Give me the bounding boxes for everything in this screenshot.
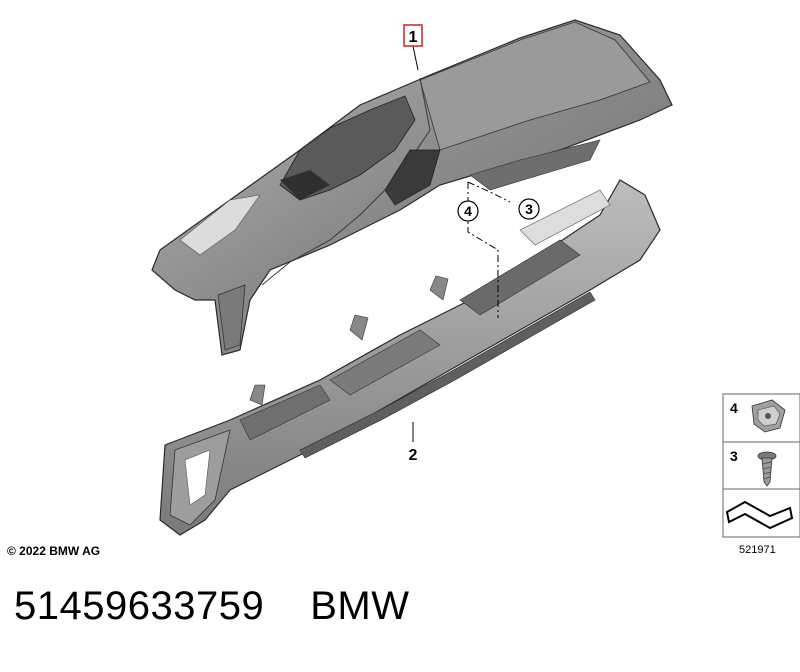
leader-line-1 [412,45,419,71]
screw-icon [757,451,777,487]
callout-1-label: 1 [409,29,418,46]
callout-3-label: 3 [525,201,533,217]
callout-4-label: 4 [464,203,472,219]
legend-panel: 4 3 521971 [722,393,800,556]
callout-2[interactable]: 2 [409,447,418,464]
copyright-notice: © 2022 BMW AG [7,544,100,558]
generic-part-icon [725,500,794,530]
brand-name: BMW [310,584,410,628]
legend-label-3: 3 [730,448,738,464]
part-caption: 51459633759 BMW [14,584,409,629]
callout-2-label: 2 [409,447,418,464]
part-number: 51459633759 [14,584,265,628]
instrument-panel-carrier-part-2 [159,179,661,536]
callout-4-circle [457,200,479,222]
callout-1[interactable]: 1 [403,24,423,47]
callout-3[interactable]: 3 [518,198,540,220]
callout-4[interactable]: 4 [457,200,479,222]
clip-nut-icon [751,399,786,433]
legend-label-4: 4 [730,400,738,416]
callout-1-highlight-box [403,24,423,47]
dashboard-panel-part-1 [151,19,673,356]
callout-3-circle [518,198,540,220]
diagram-code: 521971 [739,544,776,556]
leader-lines [412,45,419,442]
legend-box-3 [722,441,800,490]
